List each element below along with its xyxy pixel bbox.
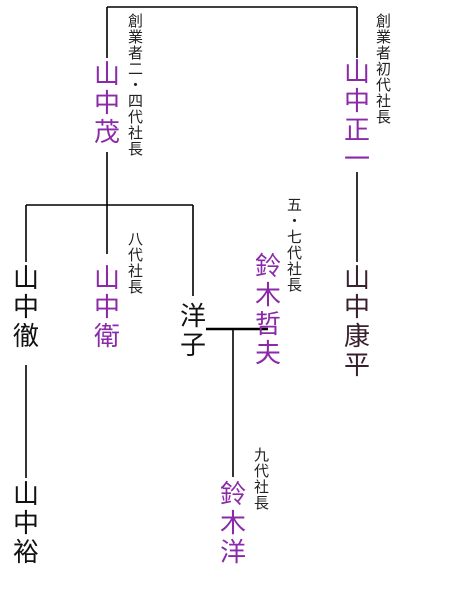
name-toru: 山中徹 bbox=[13, 264, 40, 352]
name-kohei: 山中康平 bbox=[344, 264, 371, 381]
title-hiroshi: 九代社長 bbox=[254, 446, 270, 512]
name-yutaka: 山中裕 bbox=[13, 480, 40, 568]
name-shigeru: 山中茂 bbox=[94, 60, 121, 148]
name-hiroshi: 鈴木洋 bbox=[220, 480, 247, 568]
name-tetsuo: 鈴木哲夫 bbox=[255, 252, 282, 369]
title-mamoru: 八代社長 bbox=[128, 230, 144, 296]
title-tetsuo: 五・七代社長 bbox=[287, 196, 303, 294]
name-mamoru: 山中衛 bbox=[94, 264, 121, 352]
title-shigeru: 創業者二・四代社長 bbox=[128, 12, 144, 158]
name-shoichi: 山中正一 bbox=[344, 58, 371, 175]
title-shoichi: 創業者初代社長 bbox=[376, 12, 392, 126]
name-yoko: 洋子 bbox=[180, 302, 207, 361]
